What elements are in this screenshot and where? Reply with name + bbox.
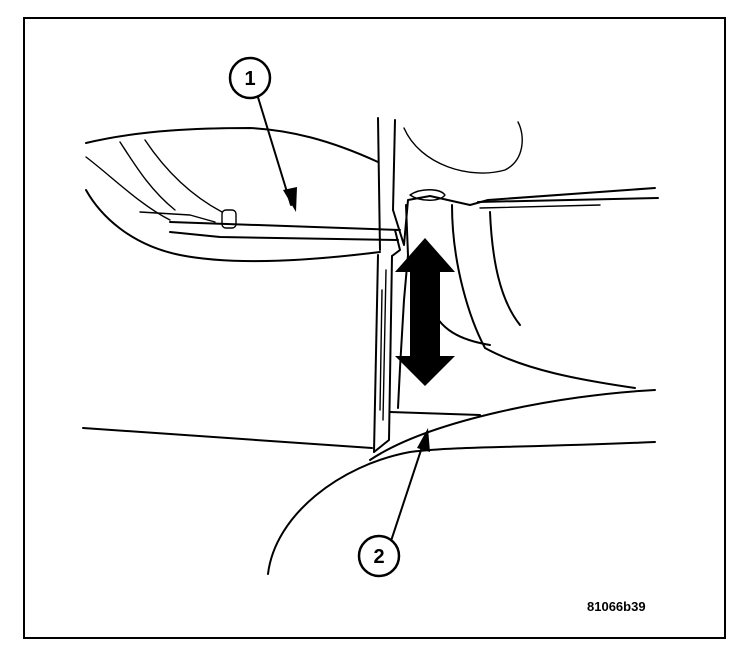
leader-arrow-icon bbox=[417, 428, 430, 452]
leader-arrow-icon bbox=[283, 187, 297, 212]
callout-1-label: 1 bbox=[244, 68, 255, 90]
figure-id: 81066b39 bbox=[587, 599, 646, 614]
callout-2-leader bbox=[390, 428, 430, 542]
double-headed-vertical-arrow-icon bbox=[395, 238, 455, 386]
figure-frame bbox=[23, 17, 726, 639]
callout-1: 1 bbox=[228, 56, 272, 100]
console-illustration bbox=[82, 117, 659, 575]
callout-2: 2 bbox=[357, 534, 401, 578]
callout-2-label: 2 bbox=[373, 546, 384, 568]
callout-1-leader bbox=[256, 93, 297, 212]
